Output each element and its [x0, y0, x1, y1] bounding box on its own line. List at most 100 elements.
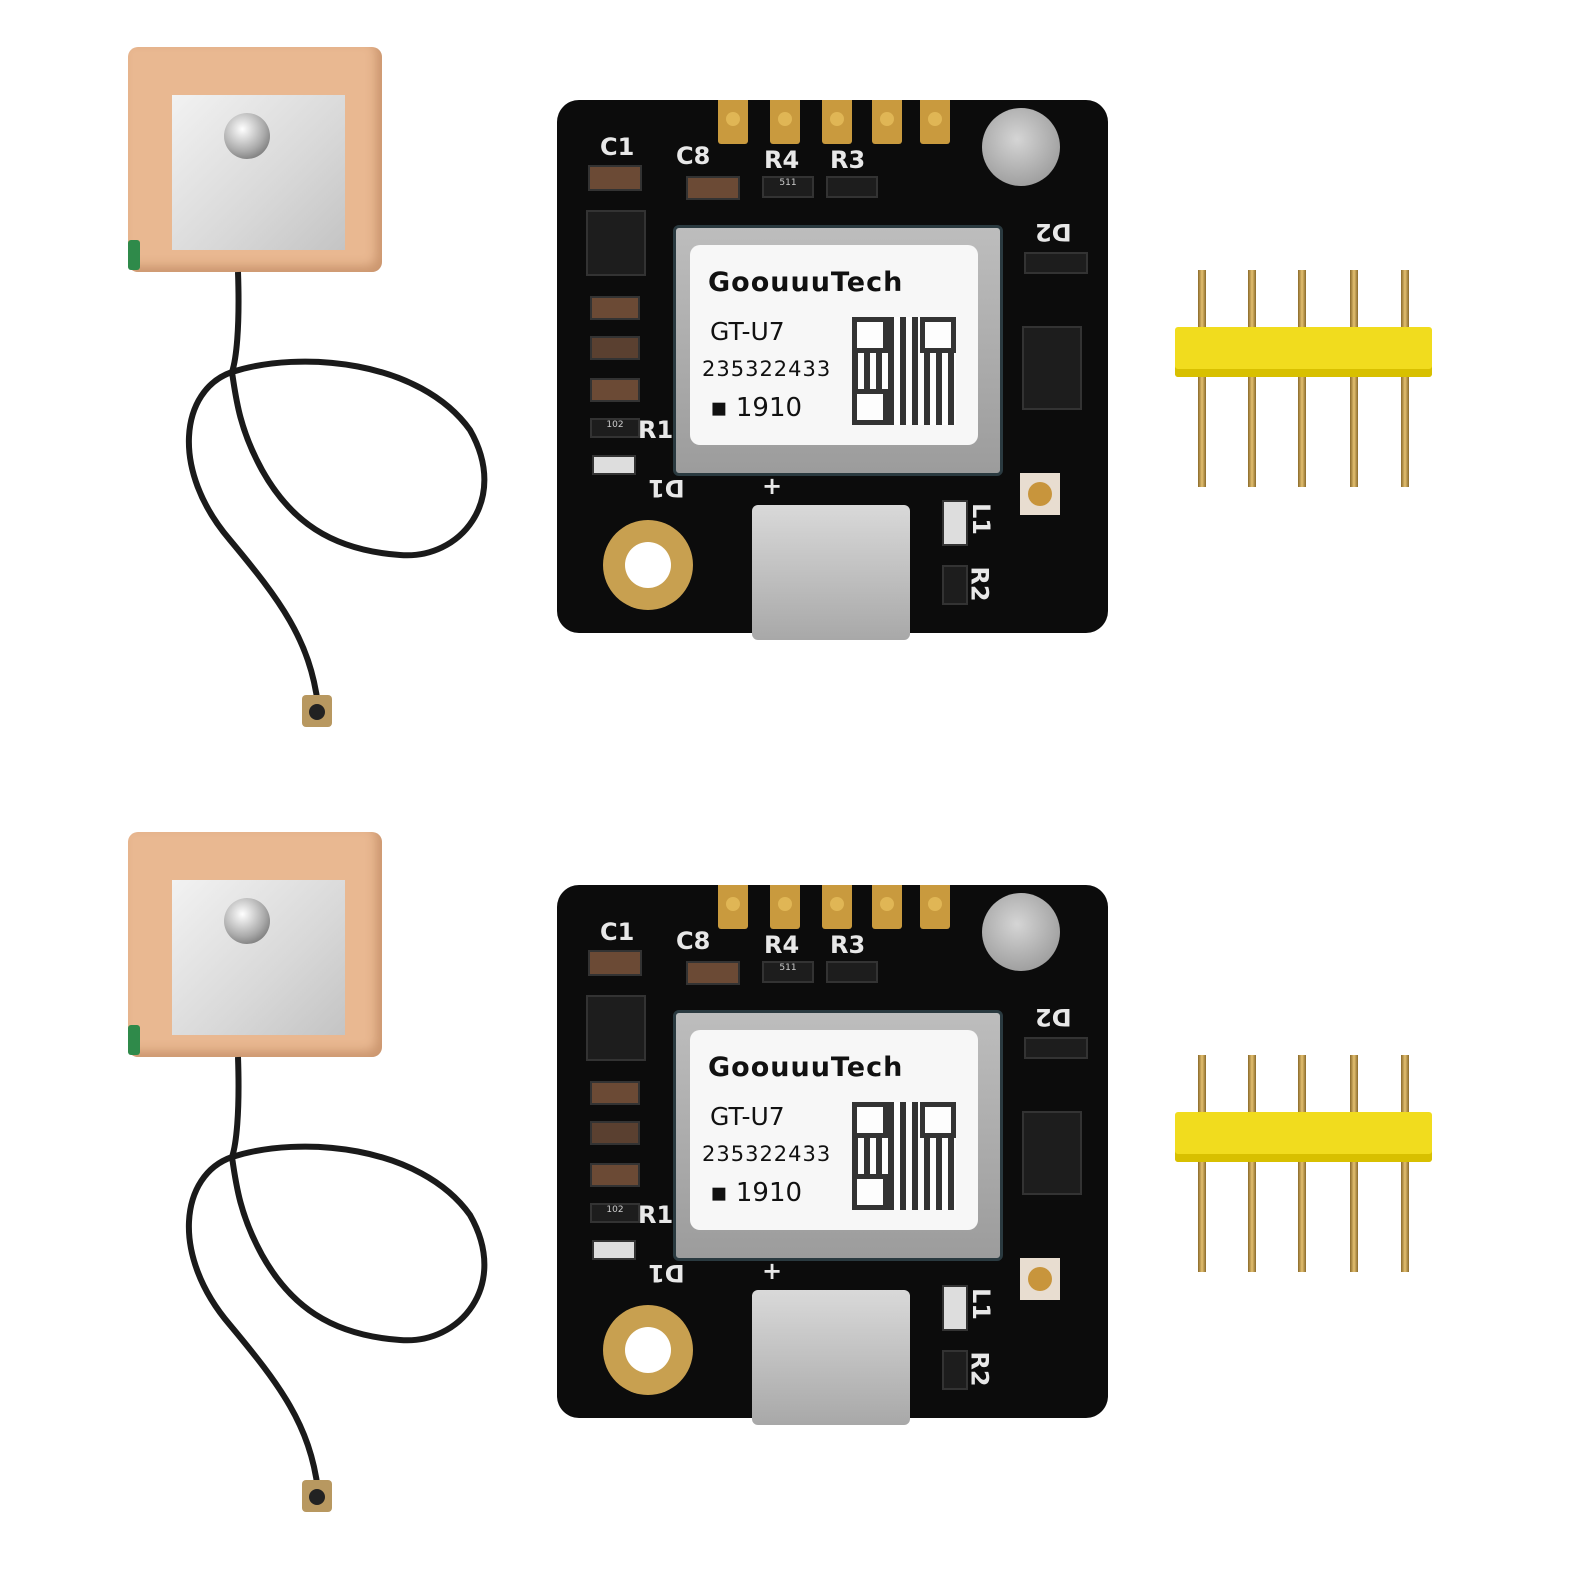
ufl-antenna-connector[interactable]: [1020, 1258, 1060, 1300]
inductor-l1: [942, 500, 968, 546]
date-code: ▪ 1910: [710, 1178, 803, 1208]
header-pad: [920, 885, 950, 929]
header-pin: [1401, 270, 1409, 487]
inductor-l1: [942, 1285, 968, 1331]
model-number: GT-U7: [710, 317, 785, 346]
diode-d2: [1024, 1037, 1088, 1059]
header-pad: [718, 885, 748, 929]
silk-r2: R2: [965, 1351, 994, 1387]
silk-r1: R1: [638, 1201, 674, 1229]
header-pad: [770, 100, 800, 144]
serial-number: 235322433: [702, 357, 832, 381]
resistor-code: 511: [779, 178, 797, 188]
resistor-r2: [942, 1350, 968, 1390]
silk-c8: C8: [676, 927, 711, 955]
capacitor: [686, 961, 740, 985]
capacitor: [686, 176, 740, 200]
capacitor: [590, 336, 640, 360]
mounting-hole: [603, 1305, 693, 1395]
antenna-cable: [186, 1056, 488, 1512]
diode-d2: [1024, 252, 1088, 274]
capacitor: [590, 378, 640, 402]
silk-d1: D1: [648, 474, 685, 502]
silk-d1: D1: [648, 1259, 685, 1287]
header-pin: [1401, 1055, 1409, 1272]
capacitor: [590, 1163, 640, 1187]
header-pin: [1198, 1055, 1206, 1272]
qr-code: [852, 317, 956, 425]
resistor-r4: 511: [762, 176, 814, 198]
header-pin: [1350, 1055, 1358, 1272]
eeprom-chip: [1022, 326, 1082, 410]
ufl-antenna-connector[interactable]: [1020, 473, 1060, 515]
resistor-r1: 102: [590, 1203, 640, 1223]
header-pad: [822, 885, 852, 929]
header-pin: [1298, 270, 1306, 487]
gps-kit-1: C1 C8 R4 R3 D2 R1 D1 L1 R2 511 102 Goouu…: [128, 47, 1432, 727]
silk-r3: R3: [830, 931, 866, 959]
silk-d2: D2: [1035, 218, 1072, 246]
pin-header-housing: [1175, 1112, 1432, 1162]
silk-plus: +: [762, 1257, 783, 1285]
resistor-code: 102: [606, 1205, 624, 1215]
silk-r4: R4: [764, 146, 800, 174]
micro-usb-port[interactable]: [752, 505, 910, 640]
date-code-value: 1910: [735, 1178, 803, 1208]
capacitor: [588, 165, 642, 191]
capacitor: [590, 1121, 640, 1145]
antenna-pcb-edge: [128, 1025, 140, 1055]
silk-d2: D2: [1035, 1003, 1072, 1031]
led-d1: [592, 455, 636, 475]
header-pin: [1298, 1055, 1306, 1272]
serial-number: 235322433: [702, 1142, 832, 1166]
micro-usb-port[interactable]: [752, 1290, 910, 1425]
silk-r3: R3: [830, 146, 866, 174]
module-label: GoouuuTech GT-U7 235322433 ▪ 1910: [690, 245, 978, 445]
silk-l1: L1: [967, 503, 995, 535]
header-pad: [872, 885, 902, 929]
silk-plus: +: [762, 472, 783, 500]
silk-r1: R1: [638, 416, 674, 444]
date-code: ▪ 1910: [710, 393, 803, 423]
header-pad: [822, 100, 852, 144]
model-number: GT-U7: [710, 1102, 785, 1131]
header-pin: [1248, 270, 1256, 487]
header-pin: [1248, 1055, 1256, 1272]
mounting-hole: [603, 520, 693, 610]
brand-name: GoouuuTech: [708, 1052, 904, 1083]
silk-c1: C1: [600, 133, 635, 161]
header-pad: [872, 100, 902, 144]
header-pad: [718, 100, 748, 144]
header-pin: [1350, 270, 1358, 487]
regulator-chip: [586, 210, 646, 276]
silk-r2: R2: [965, 566, 994, 602]
silk-l1: L1: [967, 1288, 995, 1320]
brand-name: GoouuuTech: [708, 267, 904, 298]
antenna-feed-pin: [224, 898, 270, 944]
eeprom-chip: [1022, 1111, 1082, 1195]
led-d1: [592, 1240, 636, 1260]
backup-battery: [982, 108, 1060, 186]
gps-kit-2: C1 C8 R4 R3 D2 R1 D1 L1 R2 511 102 Goouu…: [0, 785, 1584, 1577]
resistor-r1: 102: [590, 418, 640, 438]
resistor-r4: 511: [762, 961, 814, 983]
date-code-value: 1910: [735, 393, 803, 423]
capacitor: [588, 950, 642, 976]
capacitor: [590, 1081, 640, 1105]
antenna-pcb-edge: [128, 240, 140, 270]
resistor-r2: [942, 565, 968, 605]
silk-c1: C1: [600, 918, 635, 946]
resistor-r3: [826, 961, 878, 983]
silk-r4: R4: [764, 931, 800, 959]
header-pad: [770, 885, 800, 929]
pin-header-housing: [1175, 327, 1432, 377]
resistor-code: 102: [606, 420, 624, 430]
antenna-cable: [186, 271, 488, 727]
header-pad: [920, 100, 950, 144]
silk-c8: C8: [676, 142, 711, 170]
regulator-chip: [586, 995, 646, 1061]
capacitor: [590, 296, 640, 320]
module-label: GoouuuTech GT-U7 235322433 ▪ 1910: [690, 1030, 978, 1230]
resistor-code: 511: [779, 963, 797, 973]
antenna-feed-pin: [224, 113, 270, 159]
